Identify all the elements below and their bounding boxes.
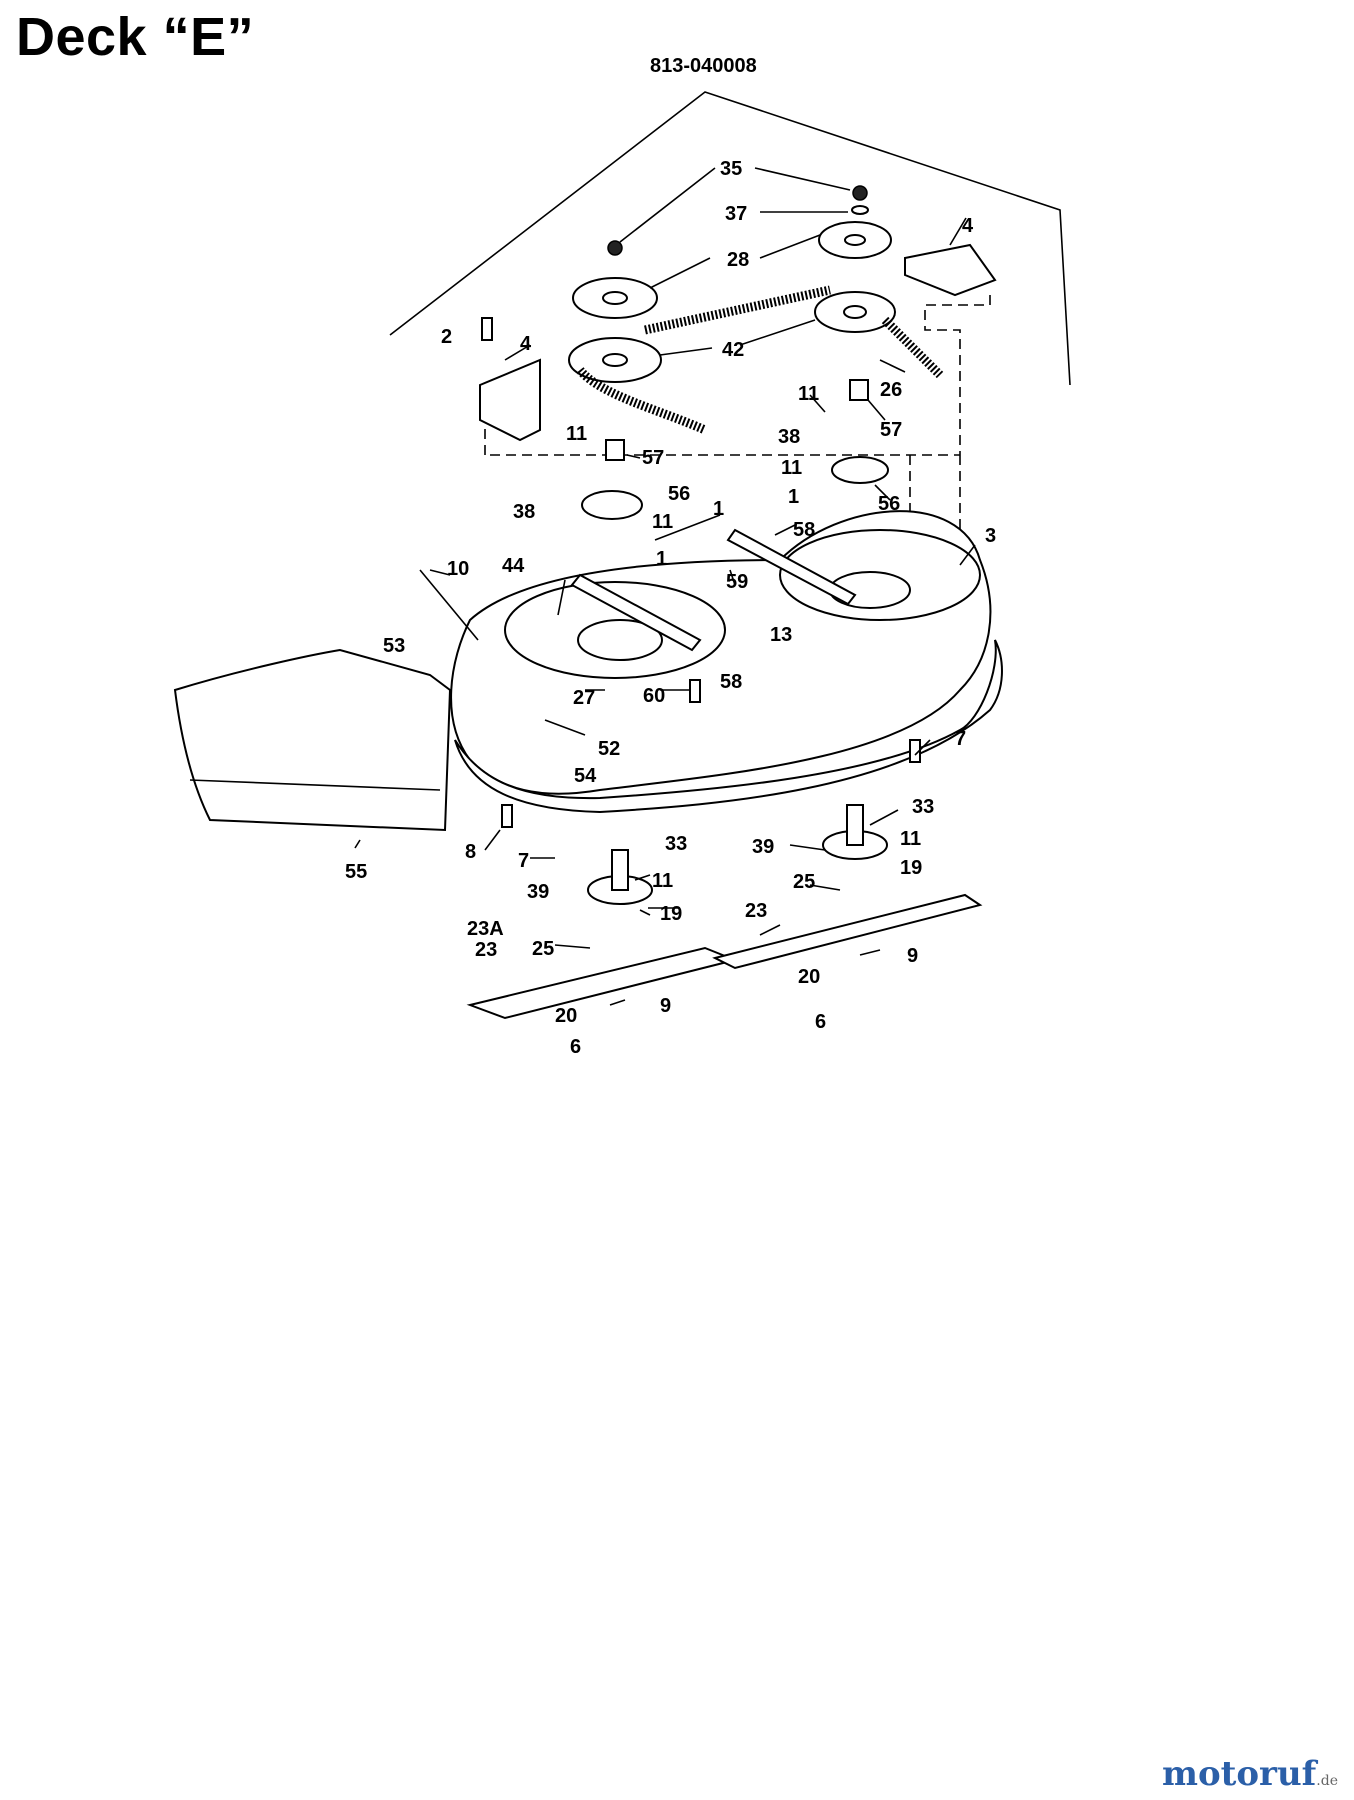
callout-11-c: 11 (781, 457, 802, 479)
bracket-4-left (479, 358, 541, 442)
spacer-57-right (849, 379, 869, 401)
callout-54: 54 (574, 765, 597, 787)
callout-4-right: 4 (962, 215, 974, 237)
spindle-right-shaft (846, 804, 864, 846)
drive-belt (576, 285, 944, 435)
callout-10: 10 (447, 558, 469, 580)
callout-6-right: 6 (815, 1011, 826, 1033)
callout-58-left: 58 (720, 671, 742, 693)
callout-19-right: 19 (900, 857, 922, 879)
rod-10 (419, 569, 479, 641)
callout-25-right: 25 (793, 871, 815, 893)
nut-35-right (852, 185, 868, 201)
callout-60: 60 (643, 685, 665, 707)
callout-59: 59 (726, 571, 748, 593)
callout-2: 2 (441, 326, 452, 348)
callout-37: 37 (725, 203, 747, 225)
callout-25-left: 25 (532, 938, 554, 960)
callout-56-right: 56 (878, 493, 900, 515)
watermark-brand: motoruf (1162, 1754, 1317, 1794)
bolt-2 (481, 317, 493, 341)
discharge-chute-ridge (189, 779, 441, 791)
callout-39-right: 39 (752, 836, 774, 858)
callout-33-right: 33 (912, 796, 934, 818)
bracket-4-right (904, 243, 997, 297)
callout-44: 44 (502, 555, 525, 577)
callout-56-left: 56 (668, 483, 690, 505)
callout-11-a: 11 (798, 383, 819, 405)
pulley-right-lower-hub (843, 305, 867, 319)
assembly-bracket (389, 91, 1071, 386)
callout-33-left: 33 (665, 833, 687, 855)
callout-9-right: 9 (907, 945, 918, 967)
callout-38-right: 38 (778, 426, 800, 448)
callout-28: 28 (727, 249, 749, 271)
discharge-chute (173, 648, 452, 832)
callout-9-left: 9 (660, 995, 671, 1017)
callout-42: 42 (722, 339, 744, 361)
pulley-right-upper-hub (844, 234, 866, 246)
nut-35-left (607, 240, 623, 256)
callout-11-left: 11 (652, 870, 673, 892)
callout-6-left: 6 (570, 1036, 581, 1058)
mower-deck-rim (454, 639, 1003, 814)
callout-39-left: 39 (527, 881, 549, 903)
flange-56-right (831, 456, 889, 484)
callout-38-left: 38 (513, 501, 535, 523)
watermark-logo: motoruf.de (1162, 1754, 1338, 1794)
callout-4-left: 4 (520, 333, 532, 355)
rail-58-right (726, 528, 857, 606)
callout-58-right: 58 (793, 519, 815, 541)
callout-19-left: 19 (660, 903, 682, 925)
callout-8: 8 (465, 841, 476, 863)
page-title: Deck “E” (16, 7, 255, 67)
callout-20-right: 20 (798, 966, 820, 988)
spacer-57-left (605, 439, 625, 461)
bolt-8 (501, 804, 513, 828)
callout-1-c: 1 (656, 548, 667, 570)
callout-26: 26 (880, 379, 902, 401)
spindle-left-shaft (611, 849, 629, 891)
callout-23-left: 23 (475, 939, 497, 961)
blade-23-left (466, 946, 739, 1020)
callout-1-a: 1 (788, 486, 799, 508)
callout-3: 3 (985, 525, 996, 547)
callout-7-right: 7 (955, 728, 966, 750)
callout-13: 13 (770, 624, 792, 646)
callout-53: 53 (383, 635, 405, 657)
deck-left-hub (577, 619, 663, 661)
washer-37 (851, 205, 869, 215)
assembly-number: 813-040008 (650, 55, 757, 77)
callout-11-right: 11 (900, 828, 921, 850)
blade-23-right (712, 893, 983, 970)
belt-cover-outline (484, 290, 991, 620)
pulley-left-lower-hub (602, 353, 628, 367)
callout-35: 35 (720, 158, 742, 180)
callout-57-left: 57 (642, 447, 664, 469)
callout-23-right: 23 (745, 900, 767, 922)
callout-57-right: 57 (880, 419, 902, 441)
callout-11-b: 11 (566, 423, 587, 445)
watermark-tld: .de (1316, 1773, 1338, 1789)
callout-1-b: 1 (713, 498, 724, 520)
leader-lines (354, 167, 976, 1006)
rail-58-left (570, 573, 702, 652)
flange-56-left (581, 490, 643, 520)
callout-55: 55 (345, 861, 367, 883)
callout-20-left: 20 (555, 1005, 577, 1027)
pulley-left-upper-hub (602, 291, 628, 305)
callout-27: 27 (573, 687, 595, 709)
callout-23a: 23A (467, 918, 504, 940)
callout-11-d: 11 (652, 511, 673, 533)
bolt-60 (689, 679, 701, 703)
callout-7-left: 7 (518, 850, 529, 872)
callout-52: 52 (598, 738, 620, 760)
